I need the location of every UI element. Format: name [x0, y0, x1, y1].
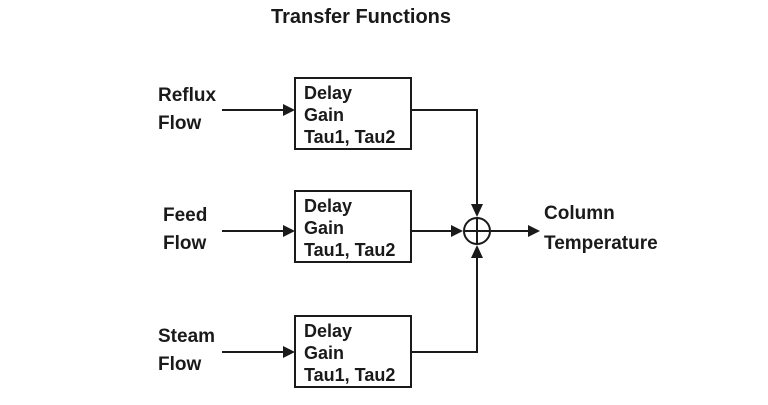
- output-label-line: Column: [544, 203, 615, 224]
- input-label-steam-flow: Steam Flow: [158, 323, 215, 379]
- output-label-line: Temperature: [544, 233, 658, 254]
- block-param-tau: Tau1, Tau2: [304, 127, 396, 147]
- input-label-feed-flow: Feed Flow: [163, 202, 207, 258]
- block-param-gain: Gain: [304, 218, 345, 238]
- input-label-line: Feed: [163, 205, 208, 226]
- input-label-line: Flow: [163, 233, 207, 254]
- arrowhead-icon: [283, 346, 295, 358]
- transfer-function-block-reflux: Delay Gain Tau1, Tau2: [294, 77, 412, 150]
- input-label-line: Flow: [158, 113, 202, 134]
- feed-input-arrow: [222, 225, 295, 237]
- input-label-line: Steam: [158, 326, 216, 347]
- block-param-tau: Tau1, Tau2: [304, 240, 396, 260]
- summing-junction-circle-plus-icon: [463, 217, 491, 245]
- sum-to-output-arrow: [490, 225, 540, 237]
- block-param-gain: Gain: [304, 105, 345, 125]
- diagram-title: Transfer Functions: [270, 6, 452, 28]
- block-param-delay: Delay: [304, 321, 353, 341]
- transfer-function-block-feed: Delay Gain Tau1, Tau2: [294, 190, 412, 263]
- input-label-line: Flow: [158, 354, 202, 375]
- input-label-line: Reflux: [158, 85, 217, 106]
- arrowhead-icon: [451, 225, 463, 237]
- steam-to-sum-connector: [412, 245, 483, 353]
- block-param-delay: Delay: [304, 196, 353, 216]
- arrowhead-icon: [283, 104, 295, 116]
- transfer-function-block-steam: Delay Gain Tau1, Tau2: [294, 315, 412, 388]
- block-param-gain: Gain: [304, 343, 345, 363]
- arrowhead-icon: [283, 225, 295, 237]
- arrowhead-icon: [471, 204, 483, 217]
- reflux-to-sum-connector: [412, 109, 483, 217]
- arrowhead-icon: [471, 245, 483, 258]
- input-label-reflux-flow: Reflux Flow: [158, 82, 216, 138]
- arrowhead-icon: [528, 225, 540, 237]
- block-param-tau: Tau1, Tau2: [304, 365, 396, 385]
- steam-input-arrow: [222, 346, 295, 358]
- reflux-input-arrow: [222, 104, 295, 116]
- block-param-delay: Delay: [304, 83, 353, 103]
- feed-to-sum-connector: [412, 225, 463, 237]
- output-label-column-temperature: Column Temperature: [544, 199, 658, 259]
